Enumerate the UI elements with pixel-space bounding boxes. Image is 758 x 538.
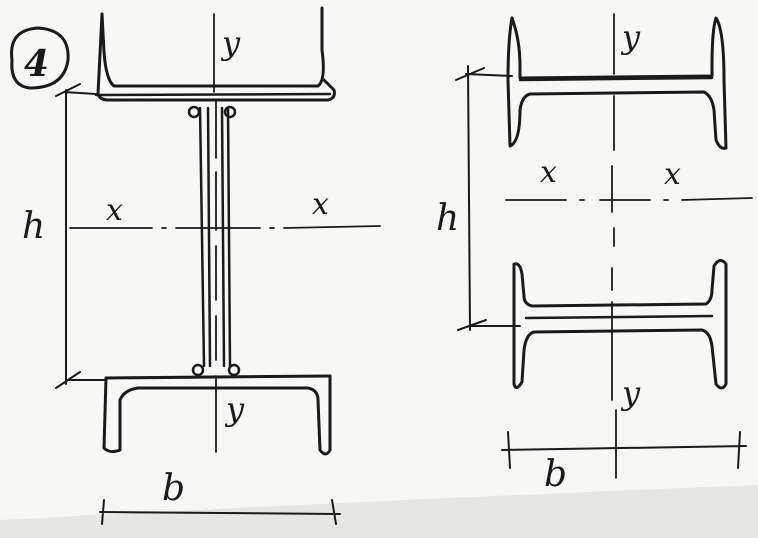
width-dimension [501, 431, 747, 469]
height-label: h [22, 206, 45, 247]
height-dimension [455, 65, 521, 331]
axis-label-x-left: x [106, 193, 123, 228]
axis-label-y-top: y [620, 18, 641, 56]
rivet-icon [191, 363, 205, 377]
rivet-icon [187, 105, 201, 119]
height-label: h [436, 198, 459, 239]
paper-edge [0, 485, 758, 538]
top-channel-base [94, 92, 332, 97]
axis-label-y-top: y [220, 24, 241, 62]
bottom-ibeam-web [524, 314, 714, 320]
axis-y-line [611, 13, 617, 479]
top-channel-flange [96, 12, 336, 102]
axis-x-line [69, 225, 381, 229]
rivet-icon [223, 105, 237, 119]
left-section: y y x x h b [22, 6, 381, 525]
axis-y-line [213, 13, 217, 453]
figure-number-circle [10, 26, 70, 90]
width-label: b [544, 454, 567, 495]
rivet-icon [227, 363, 241, 377]
width-dimension [99, 499, 341, 525]
top-ibeam-lower [506, 16, 728, 150]
axis-x-line [505, 197, 753, 201]
bottom-channel-base [104, 374, 332, 380]
bottom-ibeam [512, 259, 728, 390]
top-ibeam-upper [510, 16, 728, 150]
top-channel-outer [100, 6, 325, 88]
top-ibeam-web [518, 76, 714, 82]
axis-label-x-right: x [664, 157, 681, 192]
height-dimension [55, 83, 105, 389]
axis-label-x-left: x [540, 155, 557, 190]
width-label: b [162, 468, 185, 509]
axis-label-x-right: x [312, 187, 329, 222]
axis-label-y-bottom: y [620, 374, 641, 412]
figure-number-text: 4 [24, 43, 49, 85]
lacing-plates [198, 106, 232, 368]
right-section: y y x x h b [436, 13, 753, 495]
axis-label-y-bottom: y [224, 390, 245, 428]
bottom-channel [102, 374, 332, 456]
figure-number: 4 [10, 26, 70, 90]
